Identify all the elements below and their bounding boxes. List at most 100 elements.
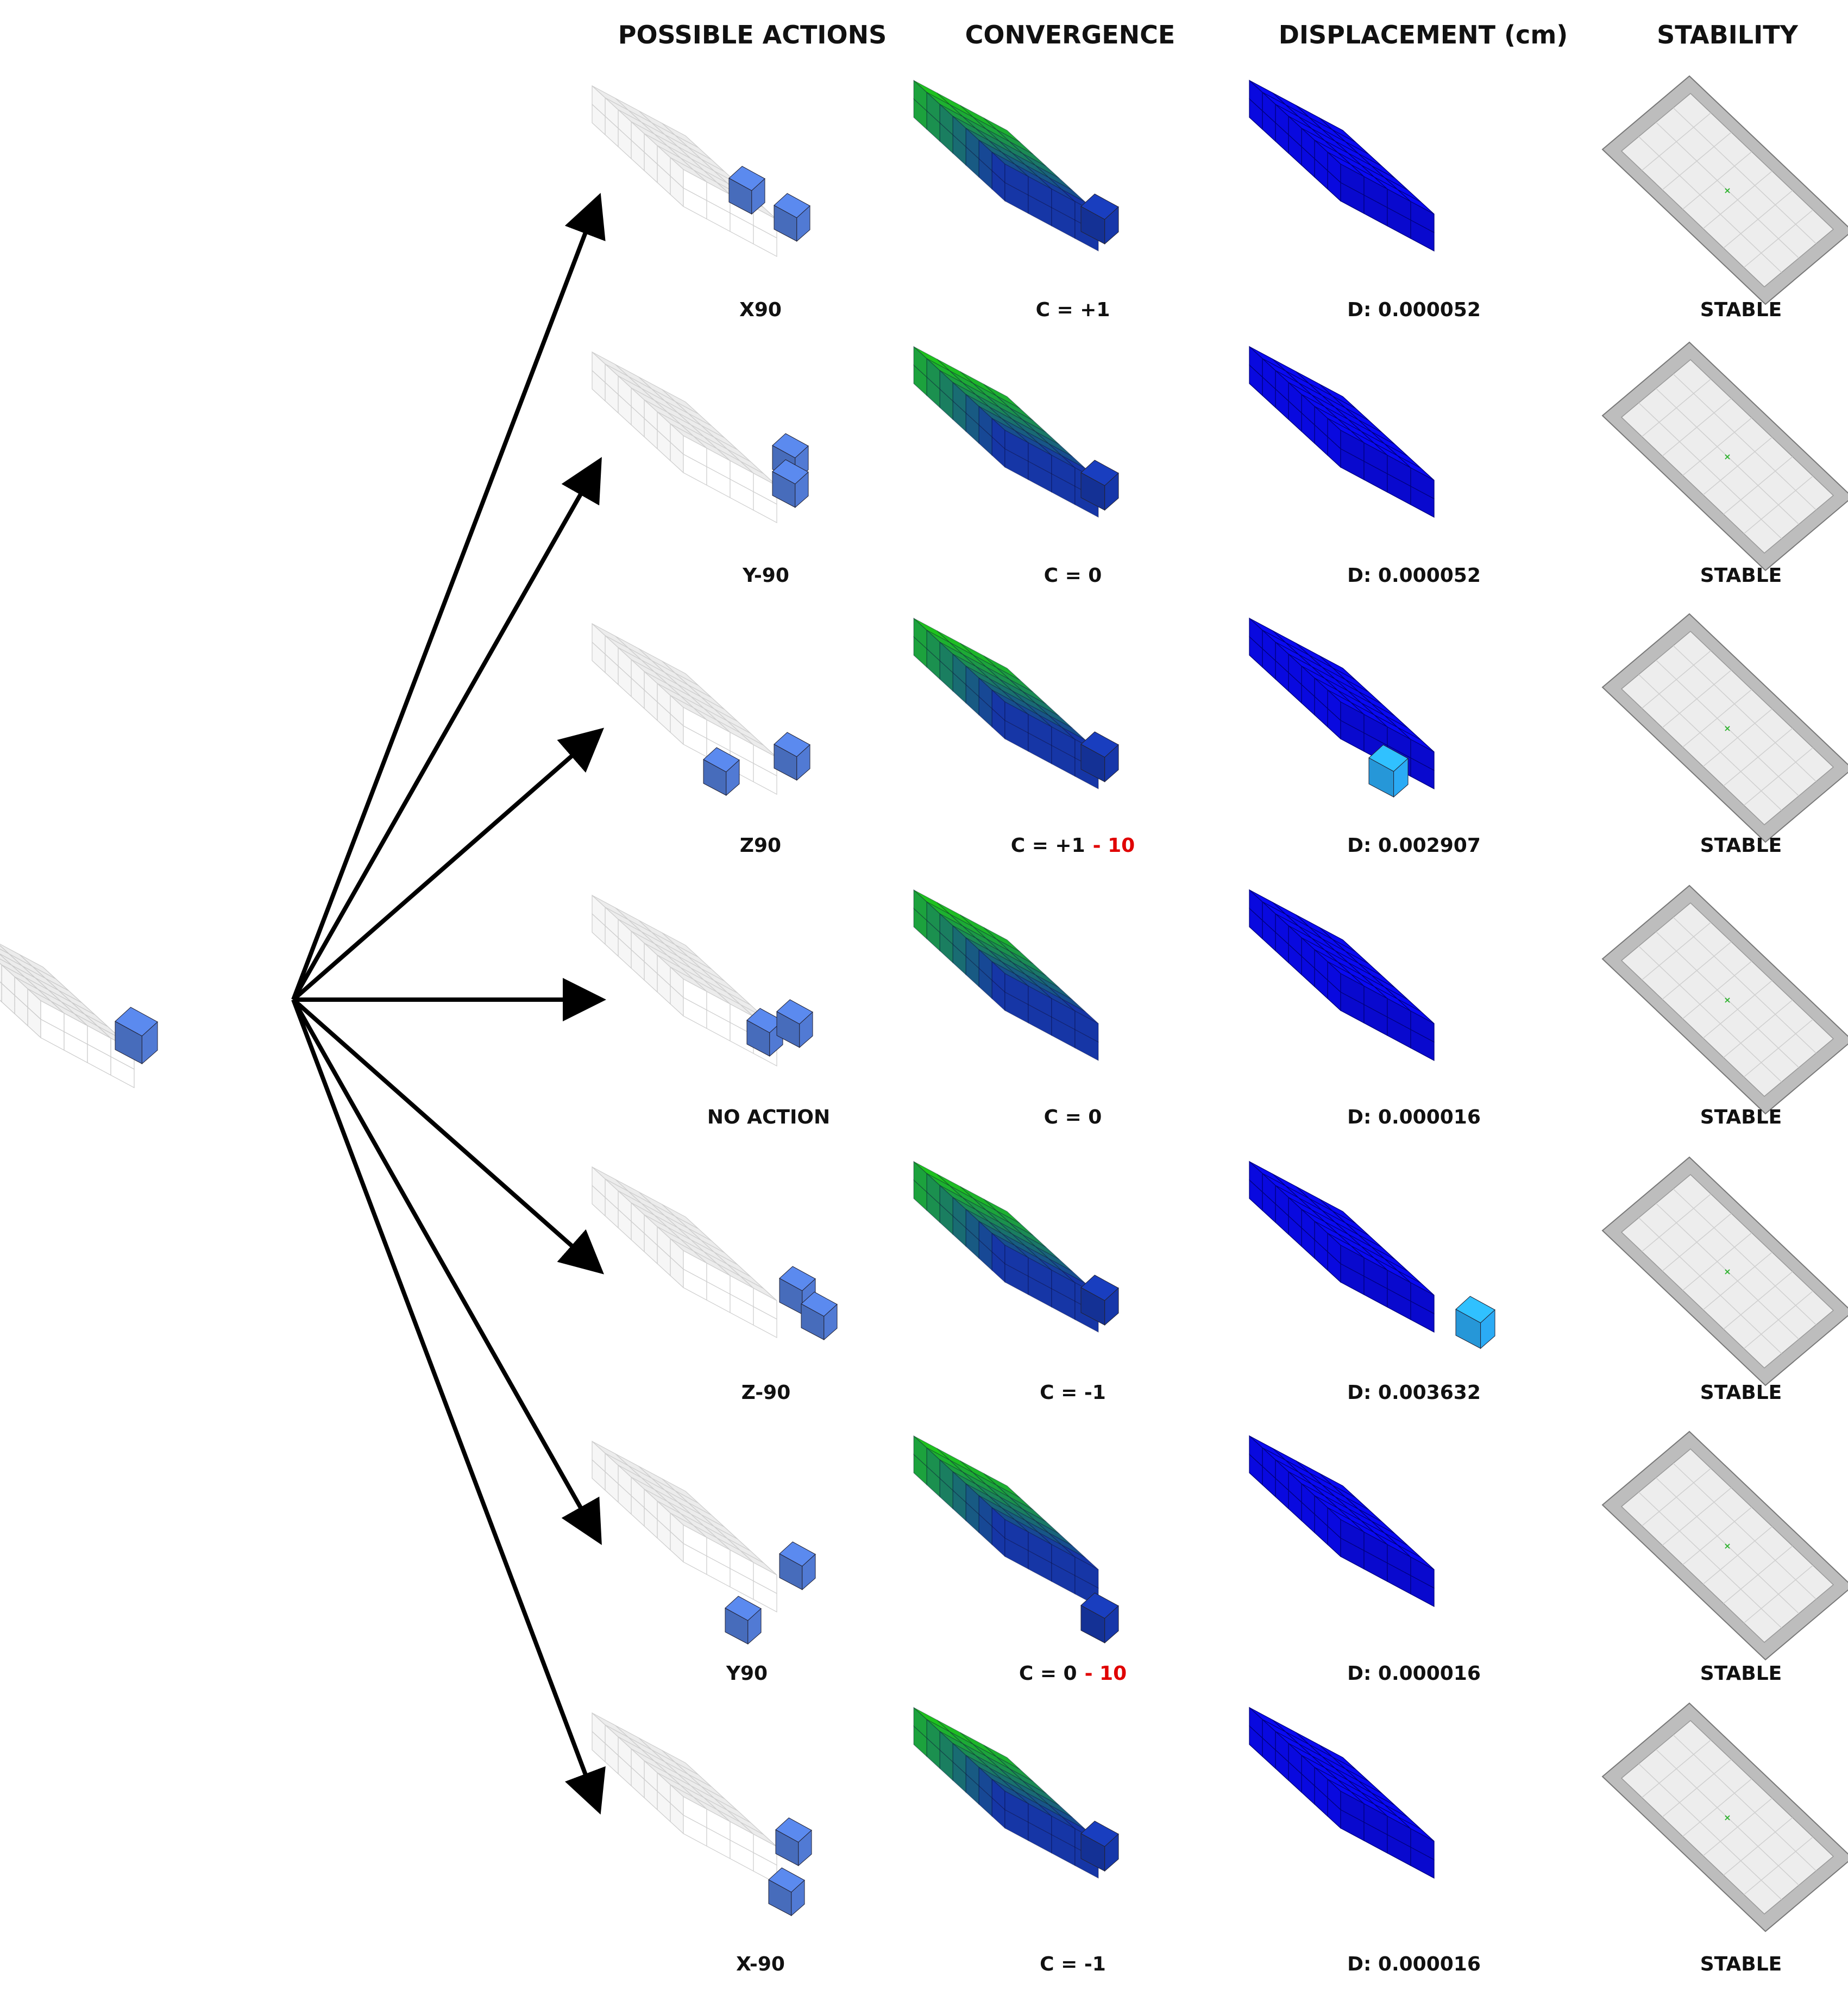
plate-grid-line bbox=[1743, 747, 1813, 806]
action-arrow bbox=[291, 193, 606, 1001]
slab-side-cell bbox=[1249, 346, 1263, 378]
plate-grid-line bbox=[1638, 136, 1782, 273]
slab-top-cell bbox=[983, 1198, 1021, 1224]
plate-grid-line bbox=[1655, 122, 1800, 259]
slab-side-cell bbox=[592, 85, 606, 117]
plate-grid-line bbox=[1638, 402, 1782, 539]
plate-grid-line bbox=[1723, 1545, 1793, 1604]
plate-grid-line bbox=[1638, 1491, 1782, 1629]
center-of-mass-icon: × bbox=[1724, 451, 1731, 462]
slab-top-cell bbox=[1035, 1792, 1073, 1818]
plate-grid-line bbox=[1702, 1526, 1772, 1585]
slab-side-cell bbox=[592, 1712, 606, 1744]
plate-grid-line bbox=[1662, 669, 1732, 729]
slab-top-cell bbox=[1061, 1545, 1099, 1570]
convergence-moved-cube bbox=[1080, 1592, 1119, 1644]
stability-plate: × bbox=[1601, 75, 1848, 305]
slab-side-cell bbox=[913, 617, 927, 650]
slab-front-cell bbox=[1410, 1556, 1435, 1589]
slab-top-cell bbox=[1022, 1234, 1060, 1260]
displacement-label-no-action: D: 0.000016 bbox=[1347, 1106, 1481, 1128]
convergence-block bbox=[913, 1435, 1119, 1644]
plate-grid-line bbox=[1682, 151, 1752, 210]
plate-grid-line bbox=[1655, 1203, 1800, 1340]
slab-front-cell bbox=[1074, 1010, 1099, 1043]
center-of-mass-icon: × bbox=[1724, 995, 1731, 1005]
action-highlight-cube bbox=[776, 999, 813, 1049]
plate-grid-line bbox=[1638, 1763, 1782, 1900]
row-3: × bbox=[592, 884, 1848, 1115]
plate-grid-line bbox=[1642, 379, 1712, 437]
slab-side-cell bbox=[913, 889, 927, 921]
slab-top-cell bbox=[1048, 1258, 1086, 1284]
plate-grid-line bbox=[1702, 171, 1772, 229]
action-highlight-cube bbox=[774, 732, 810, 781]
row-2: × bbox=[592, 613, 1848, 843]
action-label-x-90: X-90 bbox=[736, 1953, 785, 1975]
slab-top-cell bbox=[1035, 1521, 1073, 1546]
slab-top-cell bbox=[1022, 1780, 1060, 1806]
source-highlight-cube bbox=[115, 1007, 158, 1065]
slab-side-cell bbox=[1249, 617, 1263, 650]
convergence-block bbox=[913, 79, 1119, 252]
plate-grid-line bbox=[1673, 1734, 1816, 1872]
convergence-block bbox=[913, 889, 1099, 1062]
action-highlight-cube bbox=[774, 193, 810, 242]
slab-side-cell bbox=[913, 1160, 927, 1193]
stability-plate: × bbox=[1601, 1430, 1848, 1661]
plate-grid-line bbox=[1723, 190, 1793, 249]
plate-grid-line bbox=[1642, 1194, 1712, 1252]
plate-grid-line bbox=[1723, 456, 1793, 515]
convergence-moved-cube bbox=[1080, 460, 1119, 511]
center-of-mass-icon: × bbox=[1724, 1541, 1731, 1551]
slab-side-cell bbox=[1249, 889, 1263, 921]
plate-grid-line bbox=[1662, 1759, 1732, 1818]
action-block bbox=[592, 894, 813, 1067]
convergence-moved-cube bbox=[1080, 1275, 1119, 1326]
action-highlight-cube bbox=[801, 1291, 838, 1341]
plate-grid-line bbox=[1723, 1817, 1793, 1876]
convergence-moved-cube bbox=[1080, 1821, 1119, 1872]
plate-grid-line bbox=[1743, 1836, 1813, 1895]
displacement-moved-cube bbox=[1455, 1296, 1495, 1350]
row-6: × bbox=[592, 1702, 1848, 1932]
slab-front-cell bbox=[1074, 1556, 1099, 1589]
displacement-moved-cube bbox=[1368, 744, 1409, 798]
source-block-model bbox=[0, 944, 158, 1089]
stability-label-x90: STABLE bbox=[1700, 299, 1782, 321]
slab-side-cell bbox=[592, 1440, 606, 1473]
plate-grid-line bbox=[1638, 674, 1782, 811]
slab-top-cell bbox=[996, 1210, 1034, 1236]
action-arrow bbox=[291, 999, 602, 1545]
center-of-mass-icon: × bbox=[1724, 723, 1731, 733]
plate-grid-line bbox=[1682, 689, 1752, 748]
plate-grid-line bbox=[1662, 1487, 1732, 1546]
slab-front-cell bbox=[1410, 1282, 1435, 1315]
plate-grid-line bbox=[1682, 961, 1752, 1019]
action-block bbox=[592, 623, 810, 796]
slab-side-cell bbox=[913, 1435, 927, 1467]
slab-top-cell bbox=[1009, 1222, 1047, 1248]
plate-grid-line bbox=[1642, 1468, 1712, 1527]
convergence-label-no-action: C = 0 bbox=[1044, 1106, 1102, 1128]
slab-top-cell bbox=[996, 1485, 1034, 1510]
rows: × × × × × × × bbox=[592, 75, 1848, 1932]
plate-grid-line bbox=[1662, 398, 1732, 457]
plate-grid-line bbox=[1673, 917, 1816, 1054]
slab-front-cell bbox=[1410, 738, 1435, 771]
slab-side-cell bbox=[1249, 1435, 1263, 1467]
plate-grid-line bbox=[1743, 475, 1813, 534]
action-highlight-cube bbox=[768, 1867, 805, 1917]
slab-side-cell bbox=[0, 981, 2, 1003]
convergence-label-y90: C = 0- 10 bbox=[1019, 1662, 1127, 1685]
plate-grid-line bbox=[1642, 1740, 1712, 1798]
action-label-x90: X90 bbox=[739, 299, 782, 321]
stability-plate: × bbox=[1601, 1702, 1848, 1932]
plate-grid-line bbox=[1642, 650, 1712, 709]
center-of-mass-icon: × bbox=[1724, 1266, 1731, 1277]
slab-top-cell bbox=[983, 1744, 1021, 1770]
stability-label-y90: STABLE bbox=[1700, 1662, 1782, 1685]
header-stability: STABILITY bbox=[1657, 20, 1799, 49]
plate-grid-line bbox=[1655, 1477, 1800, 1614]
action-arrows bbox=[291, 193, 606, 1815]
